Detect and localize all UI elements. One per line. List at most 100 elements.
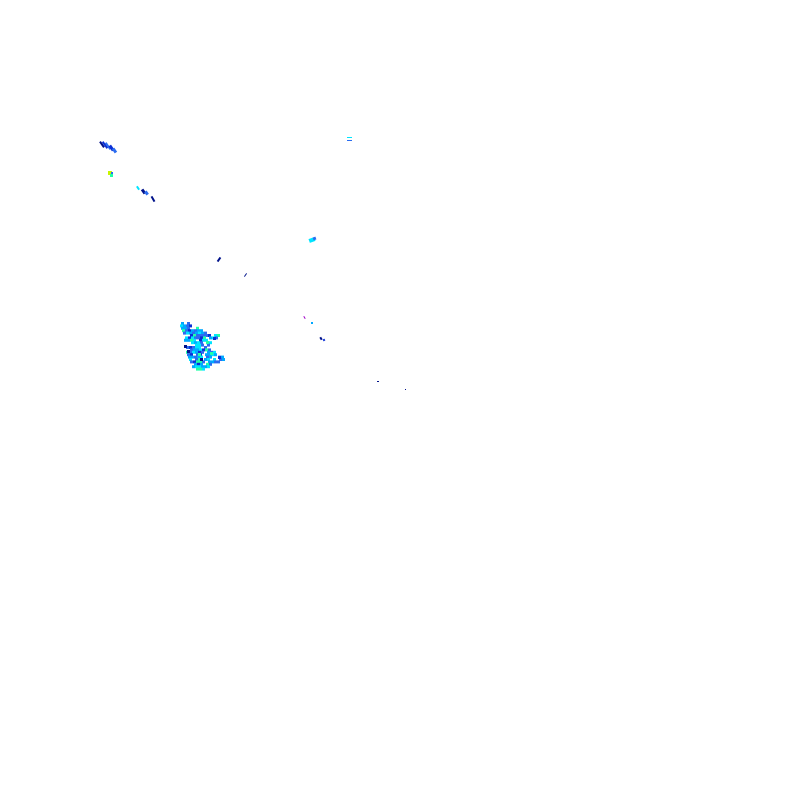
echo-cluster-pixel xyxy=(193,360,196,364)
echo-cluster-pixel xyxy=(217,334,220,337)
echo-cell-se-2 xyxy=(405,389,406,390)
echo-cluster-pixel xyxy=(195,365,198,369)
echo-cluster-pixel xyxy=(187,353,190,357)
echo-cluster-pixel xyxy=(204,358,207,361)
echo-cluster-accent xyxy=(210,352,213,355)
echo-cluster-pixel xyxy=(205,348,208,352)
echo-cell-w-3 xyxy=(111,172,113,174)
echo-cell-w-1 xyxy=(108,171,112,175)
echo-cluster-pixel xyxy=(183,324,186,328)
echo-cluster-pixel xyxy=(198,331,201,335)
echo-cluster-pixel xyxy=(196,326,199,330)
echo-cluster-pixel xyxy=(208,353,211,357)
echo-cluster-pixel xyxy=(202,360,205,364)
echo-cluster-pixel xyxy=(204,365,207,369)
echo-cluster-pixel xyxy=(201,365,204,369)
echo-cluster-pixel xyxy=(189,324,192,328)
echo-cluster-pixel xyxy=(214,334,217,337)
echo-cluster-pixel xyxy=(209,355,212,359)
echo-cluster-pixel xyxy=(194,329,197,333)
echo-cluster-pixel xyxy=(181,322,184,325)
echo-cluster-pixel xyxy=(185,329,188,333)
echo-cluster-pixel xyxy=(209,341,212,345)
echo-cluster-pixel xyxy=(186,324,189,328)
echo-cluster-pixel xyxy=(190,338,193,342)
echo-cluster-pixel xyxy=(200,336,203,340)
echo-cluster-pixel xyxy=(194,336,197,340)
radar-echo-cells xyxy=(99,137,406,390)
echo-cluster-pixel xyxy=(204,346,207,349)
echo-cluster-pixel xyxy=(207,343,210,347)
echo-cluster-pixel xyxy=(196,367,199,371)
echo-cell-n-1 xyxy=(347,137,352,138)
echo-cluster-pixel xyxy=(215,336,218,340)
echo-cluster-pixel xyxy=(191,355,194,359)
echo-cluster-pixel xyxy=(205,353,208,357)
echo-cluster-accent xyxy=(200,358,203,361)
echo-cluster-pixel xyxy=(199,338,202,342)
echo-cluster-pixel xyxy=(198,343,201,347)
echo-cluster-pixel xyxy=(203,336,206,340)
echo-cluster-pixel xyxy=(187,338,190,342)
echo-cluster-pixel xyxy=(221,355,224,359)
echo-cluster-pixel xyxy=(201,343,204,347)
echo-cluster-pixel xyxy=(189,331,192,335)
echo-cluster-accent xyxy=(213,337,216,340)
echo-cell-e-1 xyxy=(303,315,306,320)
echo-cluster-pixel xyxy=(208,334,211,337)
echo-cell-nw-3 xyxy=(104,142,112,150)
echo-cluster-pixel xyxy=(194,355,197,359)
echo-cluster-pixel xyxy=(201,350,204,354)
echo-cluster-main xyxy=(180,322,225,371)
echo-cluster-pixel xyxy=(184,326,187,330)
echo-cluster-pixel xyxy=(198,346,201,349)
echo-cluster-pixel xyxy=(207,358,210,361)
echo-cell-e-3 xyxy=(319,336,323,341)
echo-cluster-pixel xyxy=(196,360,199,364)
echo-cluster-pixel xyxy=(205,334,208,337)
echo-cell-w-2 xyxy=(110,174,113,177)
echo-cluster-pixel xyxy=(183,331,186,335)
echo-cluster-pixel xyxy=(192,350,195,354)
echo-cell-nw-5 xyxy=(111,147,118,154)
echo-cluster-pixel xyxy=(191,329,194,333)
echo-cluster-accent xyxy=(198,353,201,356)
echo-cell-c-3 xyxy=(216,256,222,263)
echo-cluster-pixel xyxy=(187,326,190,330)
echo-cluster-pixel xyxy=(195,346,198,349)
echo-cell-w-7 xyxy=(150,195,156,203)
echo-cluster-pixel xyxy=(190,334,193,337)
echo-cluster-pixel xyxy=(196,334,199,337)
echo-cluster-pixel xyxy=(186,346,189,349)
echo-cluster-pixel xyxy=(197,341,200,345)
echo-cluster-pixel xyxy=(200,341,203,345)
echo-cluster-pixel xyxy=(193,334,196,337)
echo-cluster-pixel xyxy=(195,331,198,335)
echo-cluster-pixel xyxy=(198,358,201,361)
echo-cluster-pixel xyxy=(180,324,183,328)
echo-cluster-pixel xyxy=(199,360,202,364)
echo-cluster-pixel xyxy=(214,360,217,364)
echo-cluster-pixel xyxy=(222,358,225,361)
echo-cluster-pixel xyxy=(200,362,203,366)
echo-cluster-pixel xyxy=(197,355,200,359)
echo-cluster-pixel xyxy=(191,336,194,340)
echo-cell-nw-1 xyxy=(99,141,105,148)
echo-cluster-pixel xyxy=(206,355,209,359)
echo-cluster-accent xyxy=(184,345,187,348)
echo-cluster-accent xyxy=(206,341,209,344)
echo-cell-n-2 xyxy=(347,140,352,141)
echo-cluster-pixel xyxy=(190,360,193,364)
echo-cell-e-2 xyxy=(311,322,313,324)
echo-cluster-pixel xyxy=(197,362,200,366)
echo-cluster-pixel xyxy=(182,329,185,333)
echo-cluster-pixel xyxy=(190,353,193,357)
echo-cluster-accent xyxy=(187,350,190,353)
echo-cluster-pixel xyxy=(208,360,211,364)
echo-cluster-pixel xyxy=(192,346,195,349)
echo-cluster-pixel xyxy=(214,353,217,357)
echo-cluster-accent xyxy=(218,356,221,359)
echo-cluster-pixel xyxy=(186,331,189,335)
echo-cluster-pixel xyxy=(197,329,200,333)
